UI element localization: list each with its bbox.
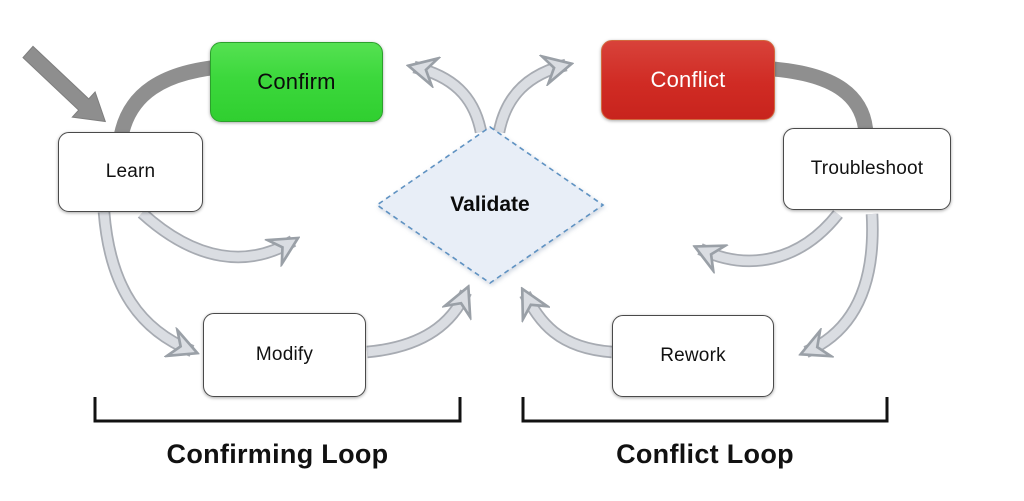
node-learn: Learn [58, 132, 203, 212]
node-conflict-label: Conflict [650, 67, 726, 92]
validate-to-conflict-arrow [492, 65, 566, 134]
learn-to-modify-arrow [97, 211, 192, 351]
node-modify-label: Modify [255, 344, 314, 365]
node-troubleshoot-label: Troubleshoot [810, 158, 924, 179]
node-rework: Rework [612, 315, 774, 397]
validate-diamond [375, 126, 605, 284]
troubleshoot-to-rework-arrow [806, 213, 879, 352]
confirm-to-learn-arrow [112, 58, 233, 145]
confirming-loop-label: Confirming Loop [166, 438, 389, 469]
node-modify: Modify [203, 313, 366, 397]
conflict-to-troubleshoot-arrow [755, 60, 874, 143]
node-confirm-label: Confirm [257, 69, 336, 94]
start-to-learn-arrow [22, 45, 107, 123]
node-confirm: Confirm [210, 42, 383, 122]
node-troubleshoot: Troubleshoot [783, 128, 951, 210]
troubleshoot-to-validate-arrow [700, 210, 843, 261]
confirming-loop-bracket [93, 397, 462, 423]
node-rework-label: Rework [660, 345, 726, 366]
conflict-loop-label: Conflict Loop [616, 438, 794, 469]
rework-to-validate-arrow [519, 294, 613, 359]
conflict-loop-bracket [521, 397, 889, 423]
modify-to-validate-arrow [366, 292, 466, 359]
node-learn-label: Learn [105, 161, 156, 182]
learn-to-validate-arrow [137, 208, 293, 257]
node-conflict: Conflict [601, 40, 775, 120]
validate-to-confirm-arrow [414, 67, 488, 134]
